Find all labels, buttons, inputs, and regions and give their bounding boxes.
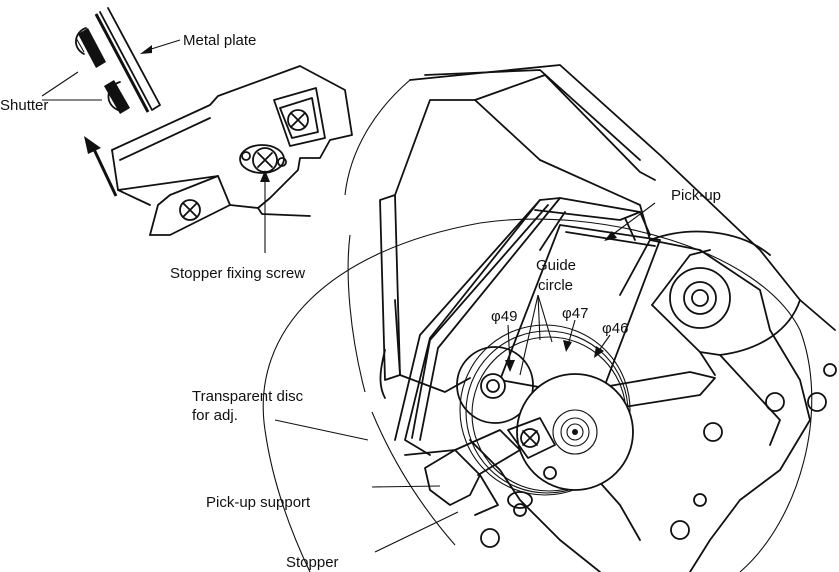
stopper-leader bbox=[374, 511, 459, 553]
phi49-leader bbox=[507, 324, 511, 366]
label-metal-plate: Metal plate bbox=[183, 32, 256, 49]
label-phi46: φ46 bbox=[602, 320, 628, 337]
outer-arc-left bbox=[347, 234, 366, 393]
upper-motor bbox=[669, 267, 731, 329]
spindle-turntable bbox=[516, 373, 634, 491]
transparent-disc-edge-left bbox=[262, 222, 481, 431]
pickup-main-view bbox=[262, 64, 837, 572]
label-pick-up: Pick-up bbox=[671, 187, 721, 204]
pick-up-support-leader bbox=[371, 485, 441, 488]
label-guide-line2: circle bbox=[538, 277, 573, 294]
guide-leader-2 bbox=[537, 294, 541, 341]
housing-holes bbox=[480, 363, 837, 548]
stopper-plate bbox=[111, 65, 353, 236]
transparent-disc-leader bbox=[274, 419, 369, 441]
stopper-detail-view bbox=[41, 7, 353, 253]
stopper-bracket bbox=[404, 417, 556, 516]
slot-screw-top bbox=[287, 109, 309, 131]
label-phi47: φ47 bbox=[562, 305, 588, 322]
label-pick-up-support: Pick-up support bbox=[206, 494, 311, 511]
mechanism-housing bbox=[379, 64, 836, 572]
phi47-leader bbox=[567, 319, 576, 346]
pickup-arm bbox=[597, 371, 716, 411]
small-gear bbox=[456, 346, 534, 424]
label-stopper: Stopper bbox=[286, 554, 339, 571]
guide-circle-phi49 bbox=[459, 324, 631, 496]
stopper-fixing-screw bbox=[239, 144, 287, 174]
label-stopper-fixing-screw: Stopper fixing screw bbox=[170, 265, 305, 282]
guide-leader-1 bbox=[519, 294, 539, 376]
outer-arc-upper bbox=[344, 79, 411, 196]
label-phi49: φ49 bbox=[491, 308, 517, 325]
outer-arc-lower bbox=[371, 411, 456, 546]
metal-plate-leader bbox=[147, 39, 181, 51]
metal-plate bbox=[94, 7, 161, 113]
label-transparent-disc-line2: for adj. bbox=[192, 407, 238, 424]
guide-leader-3 bbox=[537, 294, 553, 343]
label-guide-line1: Guide bbox=[536, 257, 576, 274]
shutter bbox=[75, 27, 130, 114]
label-transparent-disc-line1: Transparent disc bbox=[192, 388, 304, 405]
pick-up-leader bbox=[611, 202, 656, 236]
transparent-disc-edge-bottom bbox=[264, 429, 311, 572]
move-direction-arrow bbox=[84, 136, 118, 197]
label-shutter: Shutter bbox=[0, 97, 48, 114]
transparent-disc-edge-right bbox=[479, 218, 813, 572]
shutter-leader-1 bbox=[41, 71, 79, 97]
left-screw bbox=[179, 199, 201, 221]
